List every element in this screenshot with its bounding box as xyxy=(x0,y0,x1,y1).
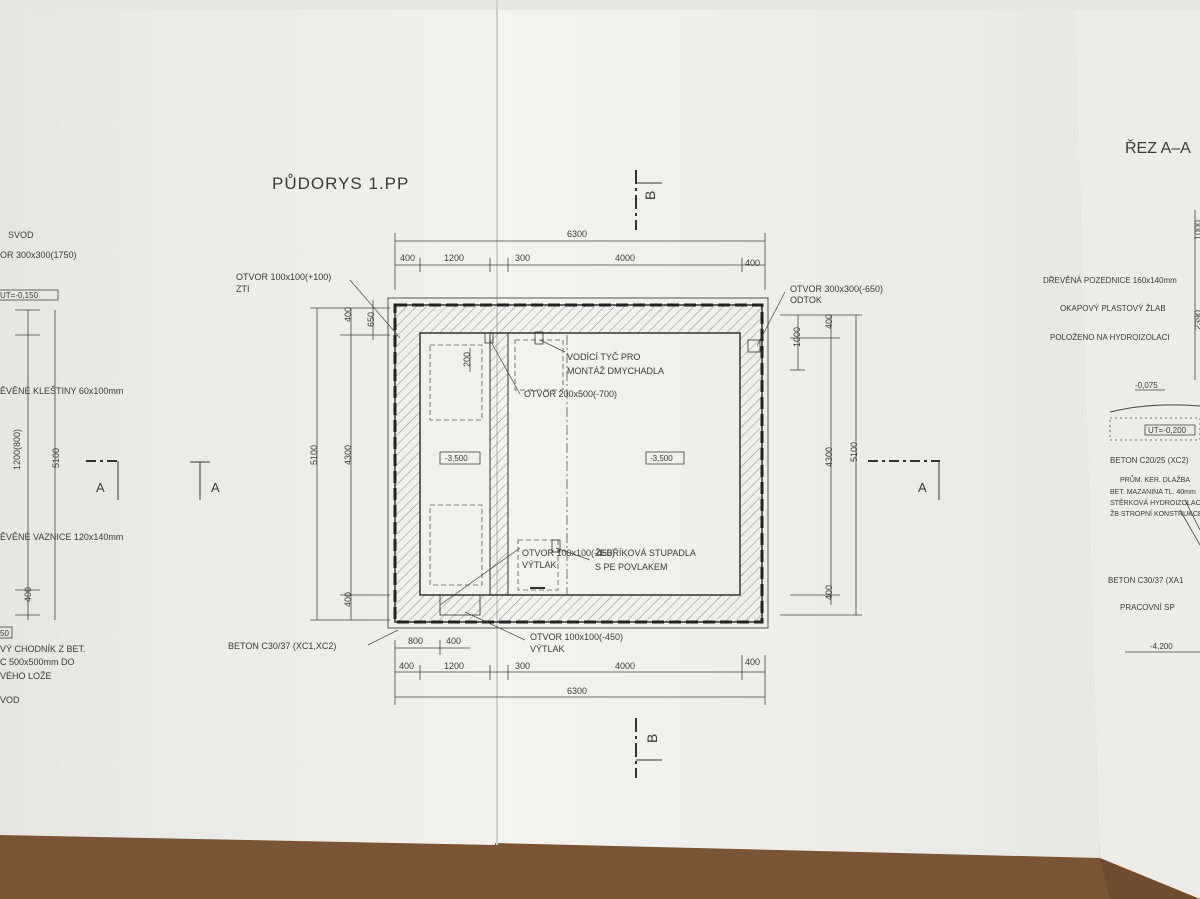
dim-top-total: 6300 xyxy=(567,229,587,239)
section-note-9: STĚRKOVÁ HYDROIZOLACE xyxy=(1110,498,1200,507)
dim-left-opening: 650 xyxy=(366,312,376,327)
label-otvor-200: OTVOR 200x500(-700) xyxy=(524,389,617,399)
svg-text:B: B xyxy=(642,191,658,200)
dim-bottom-3: 300 xyxy=(515,661,530,671)
section-mark-b-top: B xyxy=(635,170,662,230)
section-note-3: POLOŽENO NA HYDROIZOLACI xyxy=(1050,333,1170,342)
edge-note-6: 5100 xyxy=(51,448,61,468)
section-note-14: 1000 xyxy=(1193,220,1200,240)
level-2: -3,500 xyxy=(650,454,673,463)
left-paper-sheet xyxy=(0,0,498,899)
label-otvor-vytlak-2b: VÝTLAK xyxy=(530,644,565,654)
dim-top-4: 4000 xyxy=(615,253,635,263)
section-mark-b-bottom: B xyxy=(635,718,662,778)
label-otvor-odtok-1: OTVOR 300x300(-650) xyxy=(790,284,883,294)
label-vodici-tyc-2: MONTÁŽ DMYCHADLA xyxy=(567,366,664,376)
floor-plan xyxy=(387,297,769,629)
edge-note-8: 400 xyxy=(23,587,33,602)
edge-note-7: ĚVĚNÉ VAZNICE 120x140mm xyxy=(0,532,123,542)
label-otvor-vytlak-1a: OTVOR 100x100(-450) xyxy=(522,548,615,558)
top-dimension-chain xyxy=(394,233,766,290)
left-partial-drawing xyxy=(0,289,59,639)
dim-left-total: 5100 xyxy=(309,445,319,465)
dim-left-top: 400 xyxy=(343,307,353,322)
dim-left-bottom: 400 xyxy=(343,592,353,607)
edge-note-3: UT=-0,150 xyxy=(0,291,39,300)
dim-right-inner: 4300 xyxy=(824,447,834,467)
section-note-13: -4,200 xyxy=(1150,642,1173,651)
section-drawing xyxy=(1109,210,1200,653)
label-vodici-tyc-1: VODÍCÍ TYČ PRO xyxy=(567,352,640,362)
svg-text:B: B xyxy=(644,734,660,743)
dim-top-1: 400 xyxy=(400,253,415,263)
edge-note-2: OR 300x300(1750) xyxy=(0,250,77,260)
label-beton: BETON C30/37 (XC1,XC2) xyxy=(228,641,336,651)
dim-bottom-2: 1200 xyxy=(444,661,464,671)
label-zebrikova-1: ŽEBŘÍKOVÁ STUPADLA xyxy=(595,548,696,558)
center-paper-sheet xyxy=(495,0,1105,899)
leader-lines xyxy=(349,279,786,646)
section-title: ŘEZ A–A xyxy=(1125,138,1191,157)
edge-note-11: C 500x500mm DO xyxy=(0,657,75,667)
edge-note-12: VÉHO LOŽE xyxy=(0,671,52,681)
section-note-15: 2390 xyxy=(1193,310,1200,330)
label-zebrikova-2: S PE POVLAKEM xyxy=(595,562,668,572)
dim-bottom-400a: 400 xyxy=(446,636,461,646)
label-otvor-vytlak-2a: OTVOR 100x100(-450) xyxy=(530,632,623,642)
label-otvor-zti-1: OTVOR 100x100(+100) xyxy=(236,272,331,282)
section-note-2: OKAPOVÝ PLASTOVÝ ŽLAB xyxy=(1060,304,1166,313)
dim-bottom-5: 400 xyxy=(745,657,760,667)
dim-bottom-total: 6300 xyxy=(567,686,587,696)
dim-top-2: 1200 xyxy=(444,253,464,263)
label-otvor-odtok-2: ODTOK xyxy=(790,295,822,305)
section-mark-a-left: A A xyxy=(86,460,220,500)
bottom-dimension-chain xyxy=(394,640,766,705)
label-otvor-vytlak-1b: VÝTLAK xyxy=(522,560,557,570)
section-note-5: UT=-0,200 xyxy=(1148,426,1187,435)
svg-text:A: A xyxy=(96,480,105,495)
dim-top-3: 300 xyxy=(515,253,530,263)
right-dimension-chain xyxy=(780,314,862,616)
level-box-1 xyxy=(439,451,481,465)
left-dimension-chain xyxy=(310,300,390,621)
dim-right-top: 400 xyxy=(824,314,834,329)
right-paper-sheet xyxy=(1075,0,1200,899)
svg-text:A: A xyxy=(918,480,927,495)
dim-bottom-1: 400 xyxy=(399,661,414,671)
top-paper-edge xyxy=(0,0,1200,10)
section-note-1: DŘEVĚNÁ POZEDNICE 160x140mm xyxy=(1043,276,1177,285)
edge-note-13: VOD xyxy=(0,695,20,705)
dim-right-bottom: 400 xyxy=(824,585,834,600)
dim-bottom-800: 800 xyxy=(408,636,423,646)
edge-note-5: 1200(800) xyxy=(12,429,22,470)
svg-text:A: A xyxy=(211,480,220,495)
edge-note-10: VÝ CHODNÍK Z BET. xyxy=(0,644,86,654)
dim-left-inner: 4300 xyxy=(343,445,353,465)
edge-note-1: SVOD xyxy=(8,230,34,240)
section-note-11: BETON C30/37 (XA1 xyxy=(1108,576,1184,585)
edge-note-4: ĚVĚNÉ KLEŠTINY 60x100mm xyxy=(0,386,123,396)
dim-right-total: 5100 xyxy=(849,442,859,462)
section-note-8: BET. MAZANINA TL. 40mm xyxy=(1110,489,1196,496)
section-note-4: -0,075 xyxy=(1135,381,1158,390)
dim-right-opening: 1000 xyxy=(792,327,802,347)
dim-bottom-4: 4000 xyxy=(615,661,635,671)
section-mark-a-right: A xyxy=(868,460,940,500)
label-otvor-zti-2: ZTI xyxy=(236,284,250,294)
section-note-7: PRŮM. KER. DLAŽBA xyxy=(1120,475,1190,484)
dim-200: 200 xyxy=(462,352,472,367)
edge-note-9: 50 xyxy=(0,629,9,638)
level-box-2 xyxy=(645,451,685,465)
table-bottom-left xyxy=(0,835,495,899)
dim-top-5: 400 xyxy=(745,258,760,268)
section-note-6: BETON C20/25 (XC2) xyxy=(1110,456,1189,465)
section-note-10: ŽB STROPNÍ KONSTRUKCE xyxy=(1110,509,1200,518)
section-note-12: PRACOVNÍ SP xyxy=(1120,603,1175,612)
level-1: -3,500 xyxy=(445,454,468,463)
plan-title: PŮDORYS 1.PP xyxy=(272,174,409,193)
table-bottom-right xyxy=(495,843,1110,899)
